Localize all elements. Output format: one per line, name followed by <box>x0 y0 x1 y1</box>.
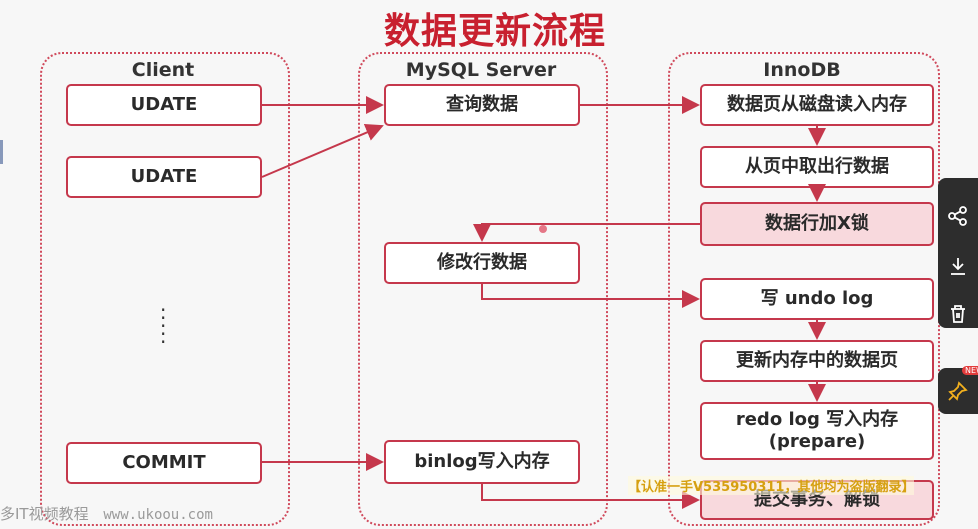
x-lock-box: 数据行加X锁 <box>700 202 934 246</box>
watermark-text: 多IT视频教程 <box>0 505 89 523</box>
left-edge-marker <box>0 140 3 164</box>
client-update-box-2: UDATE <box>66 156 262 198</box>
pin-icon[interactable] <box>938 371 978 411</box>
client-lane <box>40 52 290 526</box>
watermark-url: www.ukoou.com <box>103 507 213 523</box>
client-update-box-1: UDATE <box>66 84 262 126</box>
share-icon[interactable] <box>938 196 978 236</box>
arrow-lock-to-modify <box>473 223 700 242</box>
side-toolbar <box>938 178 978 328</box>
mysql-lane-title: MySQL Server <box>405 59 557 81</box>
undo-log-box: 写 undo log <box>700 278 934 320</box>
query-data-box: 查询数据 <box>384 84 580 126</box>
diagram-title: 数据更新流程 <box>383 11 606 52</box>
left-watermark: 多IT视频教程 www.ukoou.com <box>0 503 213 524</box>
arrow-binlog-to-commit-unlock <box>481 484 700 509</box>
modify-row-box: 修改行数据 <box>384 242 580 284</box>
client-lane-title: Client <box>131 59 195 81</box>
update-page-box: 更新内存中的数据页 <box>700 340 934 382</box>
delete-icon[interactable] <box>938 294 978 334</box>
binlog-write-box: binlog写入内存 <box>384 440 580 484</box>
new-badge: NEW <box>962 366 978 375</box>
ellipsis-dots: ····· <box>160 298 167 354</box>
redo-log-box: redo log 写入内存 (prepare) <box>700 402 934 460</box>
watermark-strip: 【认准一手V535950311，其他均为盗版翻录】 <box>628 476 915 495</box>
innodb-lane-title: InnoDB <box>763 59 841 81</box>
mysql-server-lane <box>358 52 608 526</box>
arrow-update2-to-query <box>261 123 384 178</box>
client-commit-box: COMMIT <box>66 442 262 484</box>
download-icon[interactable] <box>938 246 978 286</box>
pin-panel <box>938 368 978 414</box>
read-page-box: 数据页从磁盘读入内存 <box>700 84 934 126</box>
arrow-modify-to-undo <box>481 284 700 308</box>
cursor-dot <box>539 225 547 233</box>
